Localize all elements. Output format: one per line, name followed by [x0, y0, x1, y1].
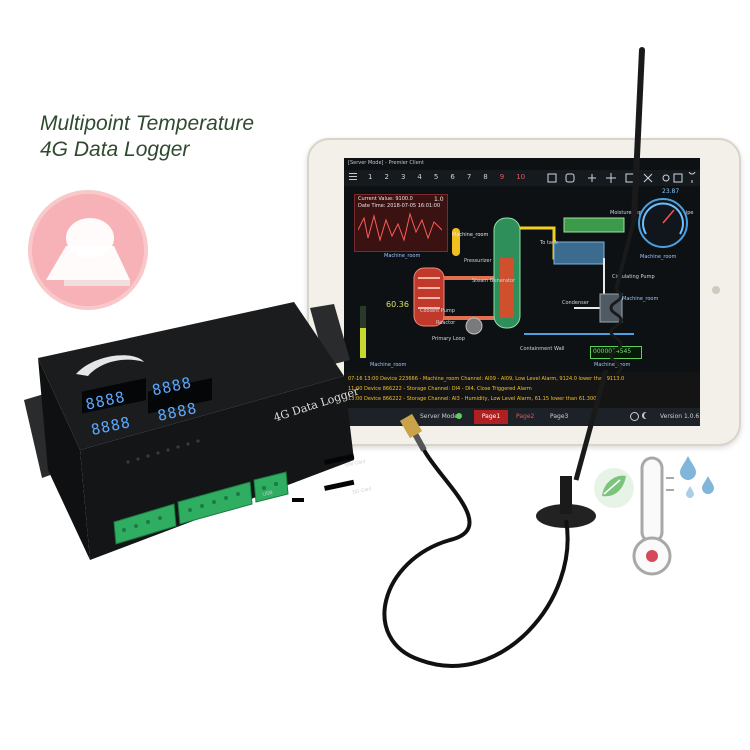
alarm-row-3: 13:00 Device 866222 - Storage Channel: A… [348, 396, 597, 402]
tab-page1[interactable]: Page1 [474, 410, 508, 424]
bar-meter-fill [360, 328, 366, 358]
gauge [638, 198, 688, 248]
tab-10[interactable]: 10 [516, 173, 526, 181]
menu-icon[interactable] [349, 173, 357, 174]
label-condenser: Condenser [562, 300, 589, 306]
move-icon [606, 173, 616, 183]
tab-page2[interactable]: Page2 [516, 413, 535, 420]
tab-1[interactable]: 1 [368, 173, 373, 181]
server-mode-label: Server Mode [420, 413, 458, 420]
version-label: Version 1.0.6 [660, 413, 700, 420]
sound-icon [662, 174, 670, 182]
data-logger-device [24, 302, 355, 560]
status-indicator [456, 413, 462, 419]
right-panel-caption: Machine_room [622, 296, 659, 302]
sma-connector [399, 413, 423, 439]
leaf-icon [594, 468, 634, 508]
window-title: [Server Mode] - Premier Client [348, 160, 424, 166]
label-containment-wall: Containment Wall [520, 346, 565, 352]
label-machine-room-center: Machine_room [452, 232, 489, 238]
pressurizer-vessel [452, 228, 460, 256]
gauge-needle [662, 209, 675, 224]
bar-caption: Machine_room [370, 362, 407, 368]
tablet-home-button[interactable] [712, 286, 720, 294]
page-tabs: 1 2 3 4 5 6 7 8 9 10 [368, 173, 525, 181]
alarm-row-1: 07-16 13:00 Device 223666 - Machine_room… [348, 376, 625, 382]
tab-7[interactable]: 7 [466, 173, 472, 181]
chart-caption: Machine_room [384, 253, 421, 259]
coolant-pump [465, 317, 483, 335]
water-drop-icon [680, 456, 714, 498]
tablet-screen: [Server Mode] - Premier Client 1 2 3 4 5… [344, 158, 700, 426]
trend-chart-panel [354, 194, 448, 252]
edit-icon [547, 173, 557, 183]
warning-bell-icon [28, 190, 148, 310]
tab-9[interactable]: 9 [499, 173, 505, 181]
gauge-caption: Machine_room [640, 254, 677, 260]
headline: Multipoint Temperature 4G Data Logger [40, 111, 254, 163]
label-primary-loop: Primary Loop [432, 336, 465, 342]
alarm-row-2: 11:00 Device 866222 - Storage Channel: D… [348, 386, 532, 392]
tab-2[interactable]: 2 [384, 173, 389, 181]
antenna [382, 47, 645, 668]
add-icon [588, 174, 596, 182]
label-pressurizer: Pressurizer [464, 258, 492, 264]
label-coolant-pump: Coolant Pump [420, 308, 455, 314]
toolbar-icons [547, 172, 696, 183]
label-to-tank: To tank [540, 240, 558, 246]
label-reactor: Reactor [436, 320, 456, 326]
digit-displays [82, 378, 212, 414]
moisture-separator [563, 217, 625, 233]
copy-icon [565, 173, 575, 183]
tab-page3[interactable]: Page3 [550, 413, 569, 420]
headline-line1: Multipoint Temperature [40, 112, 254, 135]
thermometer-icon [632, 456, 674, 576]
mute-icon [643, 173, 653, 183]
headline-line2: 4G Data Logger [40, 138, 190, 161]
tab-3[interactable]: 3 [400, 173, 406, 181]
label-circulating-pump: Circulating Pump [612, 274, 655, 280]
bar-value: 60.36 [386, 300, 409, 309]
tab-4[interactable]: 4 [417, 173, 422, 181]
date-time-label: Date Time: 2018-07-05 16:01:00 [358, 203, 441, 209]
tab-8[interactable]: 8 [483, 173, 488, 181]
process-diagram [413, 217, 634, 335]
current-value-label: Current Value: 9100.0 [358, 196, 413, 202]
usb-port [292, 498, 304, 502]
location-icon [688, 172, 696, 183]
status-bar [344, 408, 700, 426]
label-steam-generator: Steam Generator [472, 278, 516, 284]
counter-box [590, 346, 642, 359]
tab-6[interactable]: 6 [450, 173, 455, 181]
tab-5[interactable]: 5 [433, 173, 439, 181]
gauge-value: 23.87 [662, 188, 680, 195]
counter-caption: Machine_room [594, 362, 631, 368]
condenser [553, 241, 605, 265]
sim-slot [324, 453, 355, 465]
settings-icon[interactable] [630, 412, 639, 421]
sd-slot [324, 479, 355, 491]
trend-line [358, 212, 442, 242]
alarm-log [344, 372, 700, 408]
readout-value: 1.0 [434, 196, 444, 203]
save-icon [673, 173, 683, 183]
